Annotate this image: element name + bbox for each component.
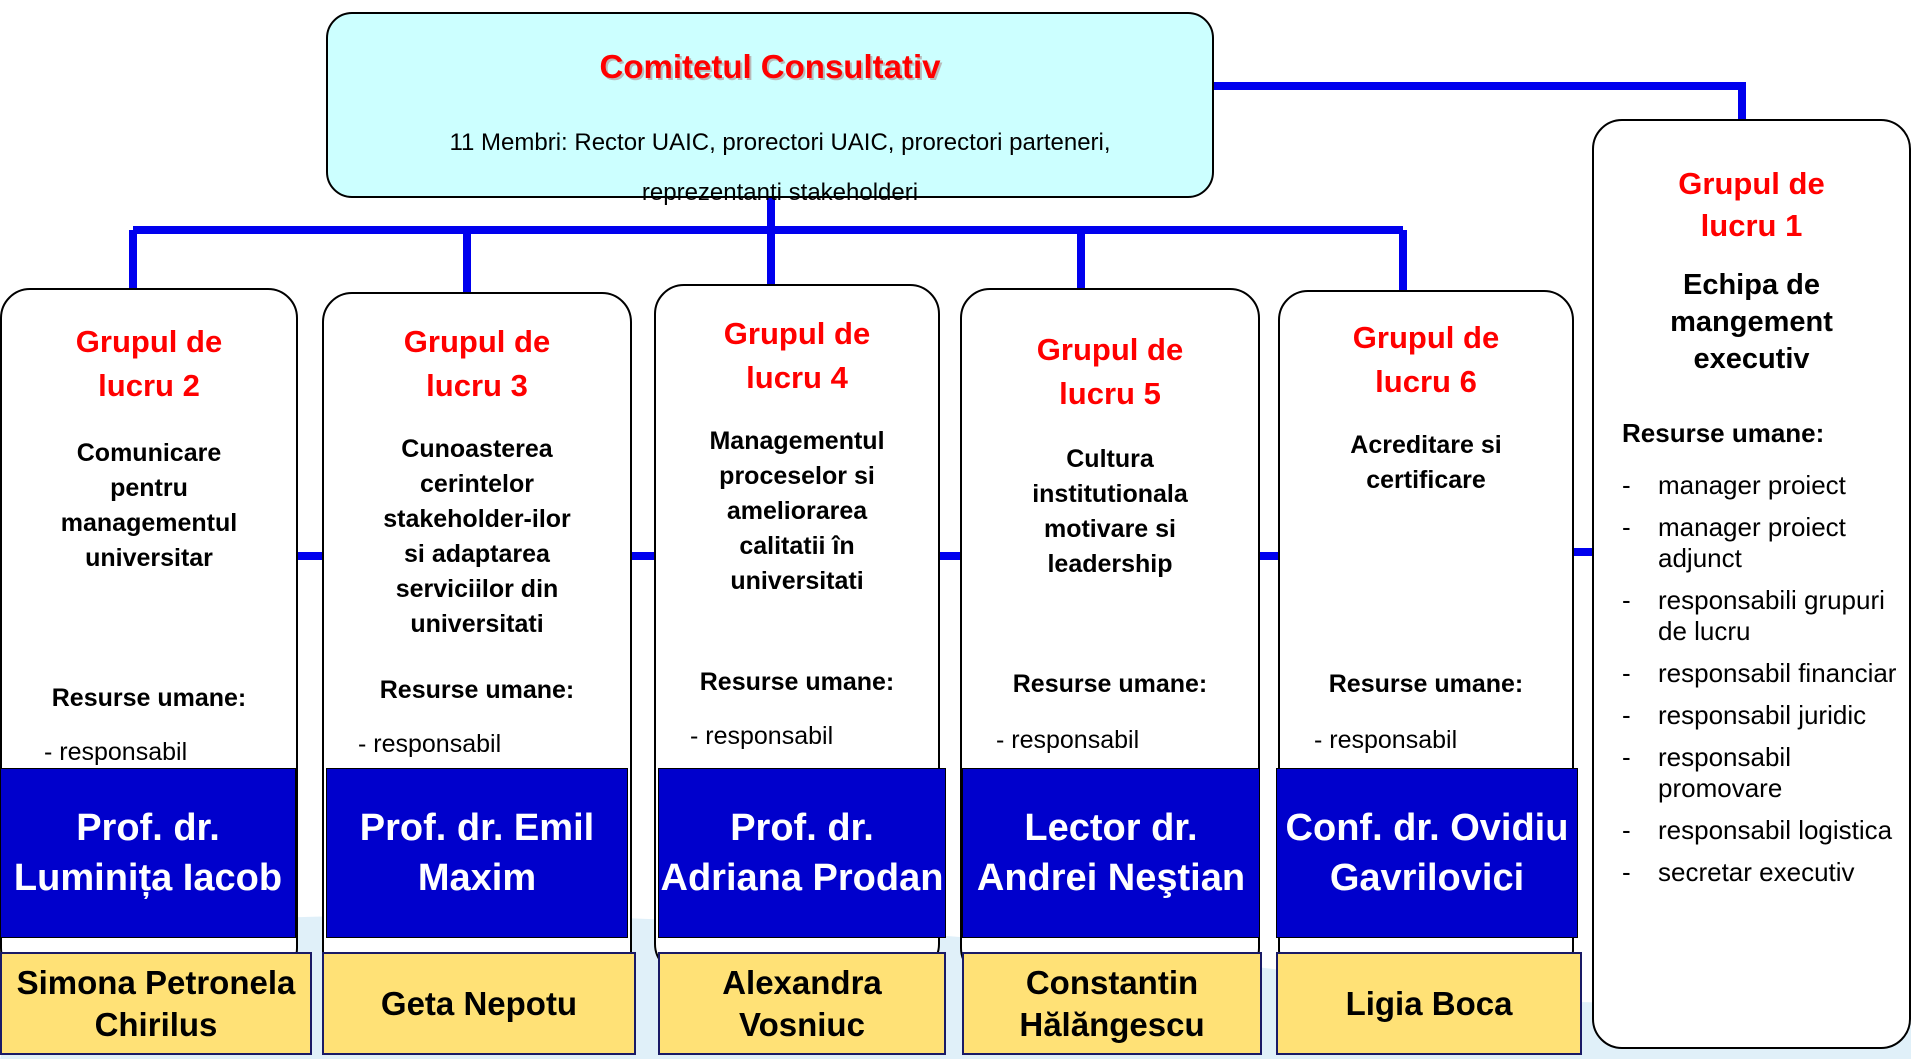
resource-item: - responsabil xyxy=(690,722,834,750)
resource-item: - responsabil xyxy=(1314,726,1458,754)
resource-item: manager proiect adjunct xyxy=(1618,512,1898,574)
resources-title: Resurse umane: xyxy=(51,684,247,712)
group-topic: Comunicare pentru managementul universit… xyxy=(60,439,238,572)
resources-title: Resurse umane: xyxy=(1622,418,1825,448)
group-title: Grupul de lucru 2 xyxy=(75,324,223,403)
group-member-3: Geta Nepotu xyxy=(322,952,636,1055)
resource-item: - responsabil xyxy=(44,738,188,766)
group-leader-2: Prof. dr.Luminița Iacob xyxy=(0,768,296,938)
group-leader-4: Prof. dr.Adriana Prodan xyxy=(658,768,946,938)
resource-item: responsabil juridic xyxy=(1618,700,1898,731)
group-title: Grupul de lucru 4 xyxy=(723,316,871,395)
group-title: Grupul de lucru 6 xyxy=(1352,320,1500,399)
group-leader-5: Lector dr.Andrei Neştian xyxy=(962,768,1260,938)
group-topic: Cultura institutionala motivare si leade… xyxy=(1032,445,1188,578)
group-topic: Managementul proceselor si ameliorarea c… xyxy=(709,427,885,595)
resource-item: responsabil promovare xyxy=(1618,742,1898,804)
committee-description: 11 Membri: Rector UAIC, prorectori UAIC,… xyxy=(358,118,1202,218)
group-card-1: Grupul de lucru 1 Echipa de mangement ex… xyxy=(1592,119,1911,1049)
resource-item: - responsabil xyxy=(358,730,502,758)
resources-title: Resurse umane: xyxy=(1012,670,1208,698)
resources-title: Resurse umane: xyxy=(699,668,895,696)
group-topic: Acreditare si certificare xyxy=(1350,431,1502,494)
resource-item: responsabil logistica xyxy=(1618,815,1898,846)
committee-box: Comitetul Consultativ 11 Membri: Rector … xyxy=(326,12,1214,206)
resources-title: Resurse umane: xyxy=(379,676,575,704)
group-member-6: Ligia Boca xyxy=(1276,952,1582,1055)
resource-item: responsabil financiar xyxy=(1618,658,1898,689)
resource-item: responsabili grupuri de lucru xyxy=(1618,585,1898,647)
resource-item: secretar executiv xyxy=(1618,857,1898,888)
resource-item: manager proiect xyxy=(1618,470,1898,501)
group-topic: Echipa de mangement executiv xyxy=(1670,269,1833,375)
committee-description-line2: reprezentanti stakeholderi xyxy=(641,179,919,206)
resources-title: Resurse umane: xyxy=(1328,670,1524,698)
resources-list: manager proiect manager proiect adjunct … xyxy=(1618,470,1898,899)
committee-description-line1: 11 Membri: Rector UAIC, prorectori UAIC,… xyxy=(449,129,1111,156)
group-topic: Cunoasterea cerintelor stakeholder-ilor … xyxy=(383,435,571,638)
committee-title: Comitetul Consultativ xyxy=(599,48,941,85)
group-title: Grupul de lucru 3 xyxy=(403,324,551,403)
group-title: Grupul de lucru 5 xyxy=(1036,332,1184,411)
group-title: Grupul de lucru 1 xyxy=(1678,166,1825,243)
resource-item: - responsabil xyxy=(996,726,1140,754)
